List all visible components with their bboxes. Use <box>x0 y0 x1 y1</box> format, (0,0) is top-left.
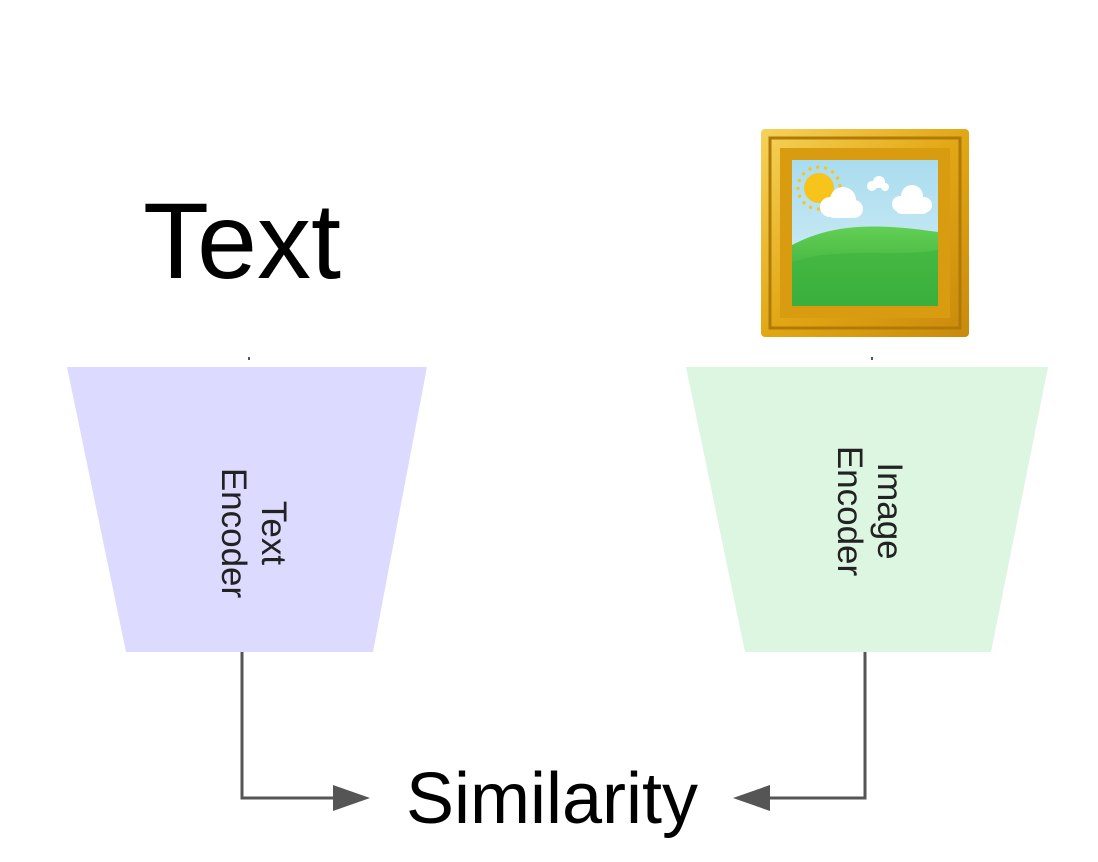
tick-mark <box>871 357 873 360</box>
cloud-icon <box>820 176 932 218</box>
image-encoder-label: Image Encoder <box>830 446 909 577</box>
tick-mark <box>248 357 250 360</box>
image-encoder-label-line2: Encoder <box>830 446 869 577</box>
text-encoder-label-line2: Encoder <box>214 468 253 599</box>
text-input-label: Text <box>143 180 341 301</box>
text-encoder-label: Text Encoder <box>214 468 293 599</box>
image-encoder-label-line1: Image <box>870 462 909 559</box>
similarity-label: Similarity <box>406 759 698 839</box>
text-encoder-block <box>67 367 427 652</box>
framed-picture-icon <box>761 129 969 337</box>
text-encoder-label-line1: Text <box>254 501 293 565</box>
image-encoder-block <box>686 367 1048 652</box>
image-to-similarity-arrow <box>733 652 867 811</box>
text-to-similarity-arrow <box>240 652 370 811</box>
